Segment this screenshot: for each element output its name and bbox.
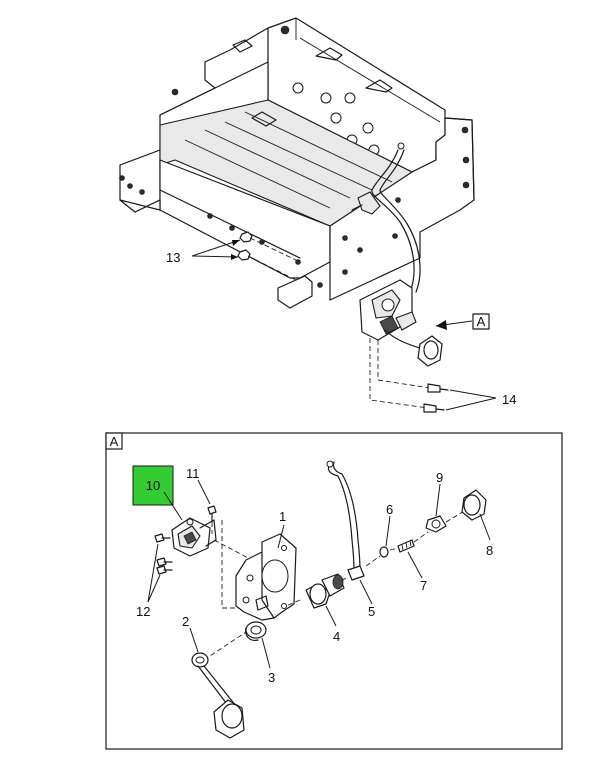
callout-11: 11 [186, 466, 200, 481]
battery-box-assembly [119, 17, 475, 367]
detail-view-label: A [110, 434, 119, 449]
nut-13-pair: 13 [166, 231, 301, 281]
callout-12: 12 [136, 604, 150, 619]
view-a-pointer: A [435, 313, 490, 330]
callout-14: 14 [502, 392, 516, 407]
bolt-14-pair: 14 [369, 338, 516, 413]
part-8-end-cap: 8 [461, 489, 493, 558]
callout-10: 10 [146, 478, 160, 493]
callout-7: 7 [420, 578, 427, 593]
part-1-bracket: 1 [235, 509, 297, 621]
part-11-screw: 11 [186, 466, 217, 534]
part-2-cap-strap: 2 [182, 614, 247, 739]
callout-4: 4 [333, 629, 340, 644]
part-12-screws: 12 [136, 533, 173, 619]
valve-fitting [357, 191, 381, 215]
view-a-pointer-label: A [477, 314, 486, 329]
callout-8: 8 [486, 543, 493, 558]
upper-cable [371, 149, 415, 293]
callout-9: 9 [436, 470, 443, 485]
part-10-valve [171, 517, 217, 557]
part-5-cable: 5 [326, 460, 375, 619]
part-6-washer: 6 [365, 502, 393, 567]
detail-view-a: A 10 11 [105, 432, 563, 750]
part-7-stud: 7 [389, 531, 429, 593]
detail-frame [105, 432, 563, 750]
part-4-fitting: 4 [285, 573, 345, 644]
part-3-grommet: 3 [245, 621, 275, 685]
callout-1: 1 [279, 509, 286, 524]
part-9-clamp: 9 [425, 470, 467, 533]
callout-10-highlight [132, 465, 174, 506]
front-wall-holes [119, 175, 301, 265]
callout-3: 3 [268, 670, 275, 685]
callout-13: 13 [166, 250, 180, 265]
callout-5: 5 [368, 604, 375, 619]
callout-6: 6 [386, 502, 393, 517]
callout-2: 2 [182, 614, 189, 629]
